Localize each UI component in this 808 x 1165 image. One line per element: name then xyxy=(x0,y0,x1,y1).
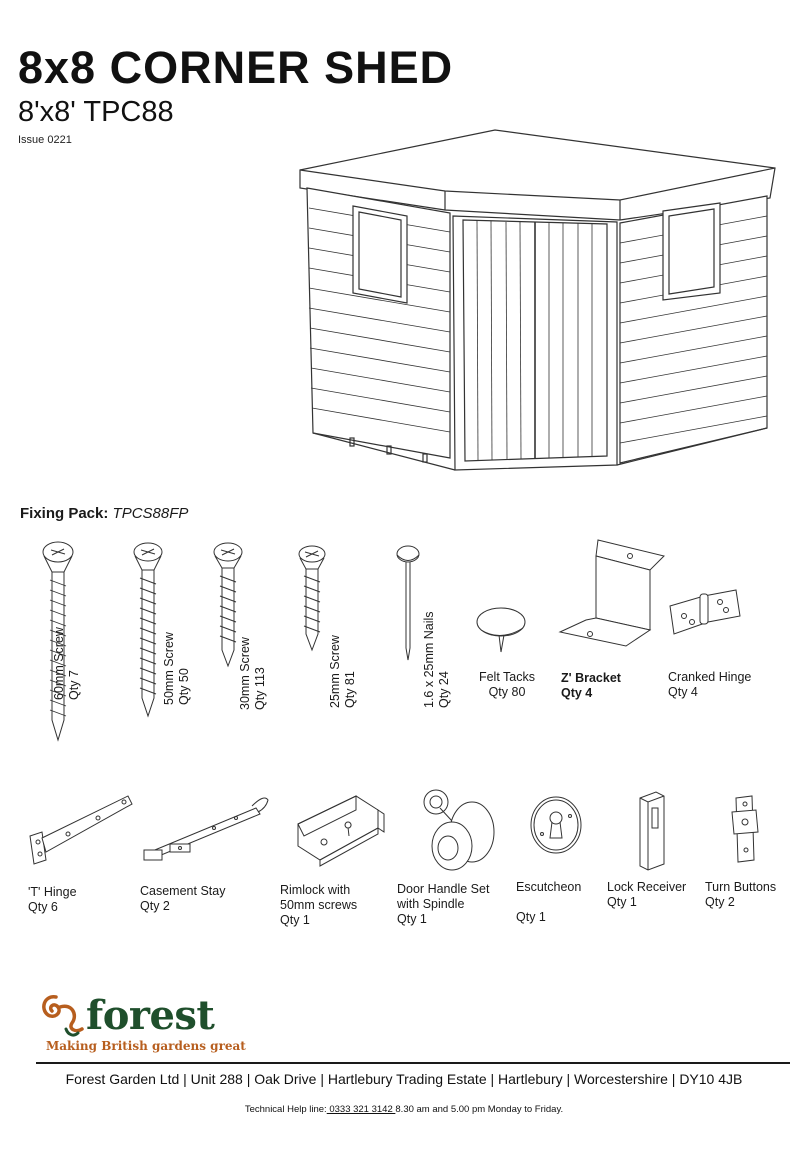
part-name: 60mm Screw xyxy=(52,627,66,700)
fixing-pack-title: Fixing Pack: xyxy=(20,505,109,522)
part-qty: Qty 80 xyxy=(488,685,526,699)
z-bracket-icon xyxy=(558,539,665,647)
nail-icon xyxy=(396,545,420,661)
screw-60mm-label: 60mm Screw Qty 7 xyxy=(52,627,82,700)
t-hinge-icon xyxy=(29,795,133,865)
brand-wordmark: forest xyxy=(86,992,215,1039)
part-name: Door Handle Set xyxy=(397,882,490,896)
forest-squirrel-logo-icon xyxy=(42,995,84,1037)
casement-stay-icon xyxy=(143,797,269,861)
fixing-pack-label: Fixing Pack: TPCS88FP xyxy=(20,505,188,522)
door-handle-icon xyxy=(423,789,495,871)
screw-25mm-label: 25mm Screw Qty 81 xyxy=(328,635,358,708)
brand-tagline: Making British gardens great xyxy=(46,1039,246,1053)
part-name: 1.6 x 25mm Nails xyxy=(422,611,436,708)
screw-30mm-label: 30mm Screw Qty 113 xyxy=(238,637,268,710)
screw-50mm-label: 50mm Screw Qty 50 xyxy=(162,632,192,705)
felt-tacks-label: Felt Tacks Qty 80 xyxy=(478,670,536,700)
technical-help-line: Technical Help line: 0333 321 3142 8.30 … xyxy=(0,1104,808,1115)
lock-receiver-label: Lock Receiver Qty 1 xyxy=(607,880,686,910)
part-qty: Qty 2 xyxy=(705,895,735,909)
part-qty: Qty 1 xyxy=(516,910,546,924)
model-subtitle: 8'x8' TPC88 xyxy=(18,96,174,128)
part-qty: Qty 6 xyxy=(28,900,58,914)
door-handle-label: Door Handle Set with Spindle Qty 1 xyxy=(397,882,489,927)
part-name: 25mm Screw xyxy=(328,635,342,708)
escutcheon-label: Escutcheon Qty 1 xyxy=(516,880,581,925)
part-qty: Qty 50 xyxy=(177,668,191,705)
felt-tack-icon xyxy=(476,607,526,653)
help-hours: 8.30 am and 5.00 pm Monday to Friday. xyxy=(395,1104,564,1115)
part-name: Turn Buttons xyxy=(705,880,777,894)
turn-buttons-label: Turn Buttons Qty 2 xyxy=(705,880,776,910)
part-qty: Qty 7 xyxy=(67,670,81,700)
part-name: Cranked Hinge xyxy=(668,670,752,684)
footer-divider xyxy=(36,1062,790,1064)
part-name: 'T' Hinge xyxy=(28,885,77,899)
part-name: Z' Bracket xyxy=(561,671,621,685)
cranked-hinge-icon xyxy=(669,589,741,635)
part-qty: Qty 4 xyxy=(561,686,593,700)
casement-stay-label: Casement Stay Qty 2 xyxy=(140,884,225,914)
part-qty: Qty 1 xyxy=(607,895,637,909)
part-qty: Qty 24 xyxy=(437,671,451,708)
screw-30mm-icon xyxy=(213,542,243,668)
part-qty: Qty 81 xyxy=(343,671,357,708)
screw-60mm-icon xyxy=(42,541,74,742)
issue-number: Issue 0221 xyxy=(18,134,72,146)
screw-50mm-icon xyxy=(133,542,163,718)
turn-button-icon xyxy=(731,795,759,863)
part-name: 50mm Screw xyxy=(162,632,176,705)
part-qty: Qty 1 xyxy=(280,913,310,927)
part-qty: Qty 4 xyxy=(668,685,698,699)
part-name: Rimlock with xyxy=(280,883,351,897)
z-bracket-label: Z' Bracket Qty 4 xyxy=(561,671,621,701)
company-address: Forest Garden Ltd | Unit 288 | Oak Drive… xyxy=(65,1071,743,1087)
help-prefix: Technical Help line: xyxy=(244,1104,327,1115)
part-qty: Qty 1 xyxy=(397,912,427,926)
nail-label: 1.6 x 25mm Nails Qty 24 xyxy=(422,611,452,708)
part-name-line2: 50mm screws xyxy=(280,898,358,912)
cranked-hinge-label: Cranked Hinge Qty 4 xyxy=(668,670,751,700)
part-name: Lock Receiver xyxy=(607,880,687,894)
rimlock-icon xyxy=(297,795,385,867)
screw-25mm-icon xyxy=(298,545,326,652)
part-qty: Qty 113 xyxy=(253,667,267,710)
fixing-pack-code: TPCS88FP xyxy=(112,505,189,522)
document-title: 8x8 CORNER SHED xyxy=(18,42,454,93)
help-phone-number: 0333 321 3142 xyxy=(326,1104,396,1115)
corner-shed-illustration xyxy=(299,129,776,471)
t-hinge-label: 'T' Hinge Qty 6 xyxy=(28,885,77,915)
part-name: Escutcheon xyxy=(516,880,582,894)
rimlock-label: Rimlock with 50mm screws Qty 1 xyxy=(280,883,357,928)
part-qty: Qty 2 xyxy=(140,899,170,913)
part-name: Felt Tacks xyxy=(478,670,536,684)
part-name: 30mm Screw xyxy=(238,637,252,710)
part-name: Casement Stay xyxy=(140,884,226,898)
lock-receiver-icon xyxy=(639,791,665,871)
part-name-line2: with Spindle xyxy=(397,897,465,911)
escutcheon-icon xyxy=(530,796,582,854)
